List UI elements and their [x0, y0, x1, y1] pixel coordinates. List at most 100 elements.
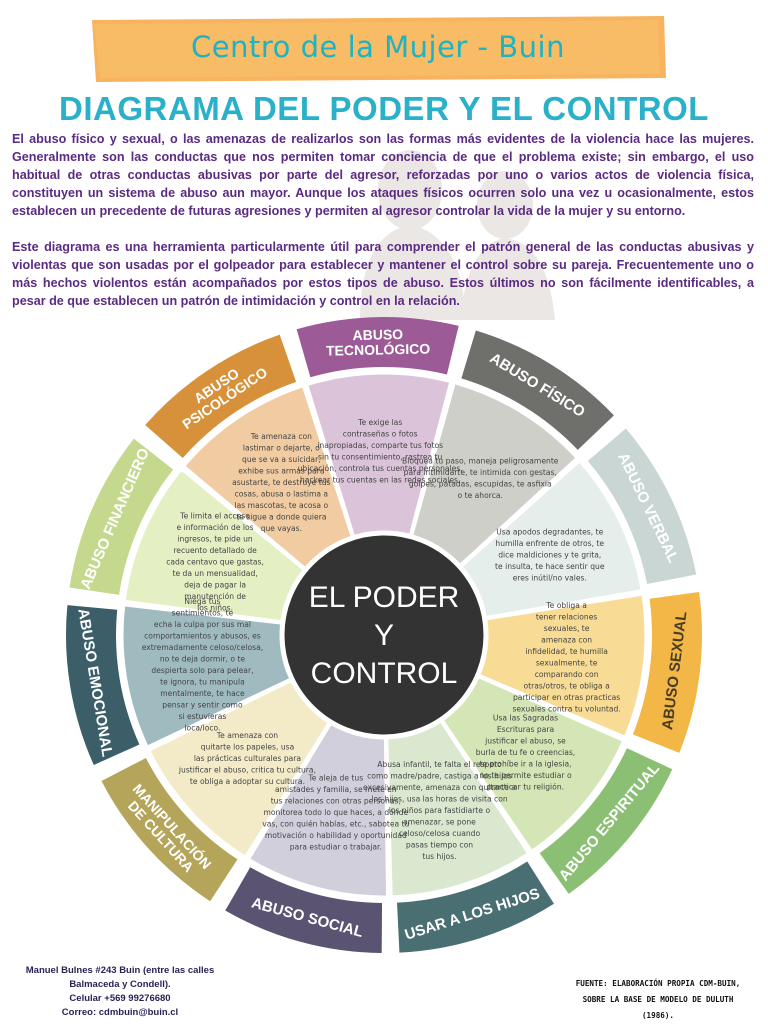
- wedge-text-verbal: humilla enfrente de otros, te: [495, 539, 604, 548]
- wedge-text-social: Te aleja de tus: [307, 774, 363, 783]
- band-social: [225, 867, 383, 953]
- label-tecnologico: ABUSO: [352, 326, 403, 343]
- wedge-text-espiritual: Escrituras para: [497, 725, 554, 734]
- wedge-text-sexual: amenaza con: [541, 636, 592, 645]
- wedge-text-financiero: recuento detallado de: [173, 546, 257, 555]
- wedge-text-social: motivación o habilidad y oportunidad: [265, 831, 407, 840]
- wedge-text-psicologico: que vayas.: [261, 524, 302, 533]
- wedge-text-financiero: manutención de: [184, 592, 246, 601]
- intro-paragraph-2: Este diagrama es una herramienta particu…: [12, 240, 754, 308]
- center-circle: [279, 530, 489, 740]
- wedge-text-tecnologico: Te exige las: [357, 418, 402, 427]
- band-emocional: [65, 605, 140, 765]
- address-line: Manuel Bulnes #243 Buin (entre las calle…: [25, 965, 215, 976]
- wedge-text-social: tus relaciones con otras personas,: [271, 797, 401, 806]
- wedge-text-sexual: comparando con: [535, 670, 599, 679]
- wedge-text-financiero: cada centavo que gastas,: [166, 558, 264, 567]
- wedge-text-sexual: infidelidad, te humilla: [525, 647, 608, 656]
- source-line: SOBRE LA BASE DE MODELO DE DULUTH: [582, 995, 734, 1004]
- wedge-text-financiero: Te limita el acceso: [179, 512, 250, 521]
- wedge-text-psicologico: te sigue a donde quiera: [236, 512, 326, 521]
- power-control-wheel: ABUSO FINANCIEROABUSOPSICOLÓGICOABUSOTEC…: [65, 317, 702, 953]
- wedge-text-hijos: Abusa infantil, te falta el respeto: [377, 760, 502, 769]
- wedge-text-sexual: participar en otras practicas: [513, 693, 620, 702]
- wedge-text-tecnologico: ubicación, controla tus cuentas personal…: [298, 464, 463, 473]
- wedge-text-verbal: eres inútil/no vales.: [513, 574, 587, 583]
- band-verbal: [587, 428, 697, 585]
- wedge-text-hijos: tus hijos.: [422, 852, 456, 861]
- wedge-text-sexual: sexuales, te: [544, 624, 590, 633]
- wedge-text-emocional: loca/loco.: [184, 724, 220, 733]
- wedge-text-hijos: los hijos, usa las horas de visita con: [371, 794, 508, 803]
- source-line: FUENTE: ELABORACIÓN PROPIA CDM-BUIN,: [575, 979, 741, 988]
- header-banner: [92, 16, 666, 82]
- wedge-text-espiritual: Usa las Sagradas: [493, 714, 558, 723]
- band-psicologico: [145, 334, 297, 459]
- wedge-text-financiero: e información de los: [177, 523, 254, 532]
- wedge-text-emocional: despierta solo para pelear,: [151, 666, 253, 675]
- source-line: (1986).: [641, 1011, 674, 1020]
- band-fisico: [461, 330, 614, 450]
- wedge-text-hijos: los niños para fastidiarte o: [389, 806, 491, 815]
- address-line: Balmaceda y Condell).: [69, 979, 171, 990]
- center-name: Centro de la Mujer - Buin: [191, 30, 565, 64]
- wedge-text-emocional: mentalmente, te hace: [160, 689, 245, 698]
- center-line-3: CONTROL: [311, 657, 458, 690]
- wedge-text-social: vas, con quién hablas, etc., sabotea tu: [262, 820, 409, 829]
- wedge-text-tecnologico: contraseñas o fotos: [343, 429, 418, 438]
- wedge-text-financiero: ingresos, te pide un: [177, 535, 252, 544]
- source-note: FUENTE: ELABORACIÓN PROPIA CDM-BUIN, SOB…: [548, 976, 768, 1024]
- wedge-text-espiritual: burla de tu fe o creencias,: [476, 748, 575, 757]
- wedge-text-psicologico: lastimar o dejarte, o: [243, 443, 320, 452]
- wedge-text-emocional: si estuvieras: [178, 712, 226, 721]
- wedge-text-emocional: pensar y sentir como: [162, 701, 243, 710]
- wedge-text-social: para estudiar o trabajar.: [290, 843, 382, 852]
- wedge-text-emocional: comportamientos y abusos, es: [144, 632, 261, 641]
- wedge-text-espiritual: te prohíbe ir a la iglesia,: [479, 760, 571, 769]
- wedge-text-espiritual: practicar tu religión.: [487, 783, 564, 792]
- wedge-text-psicologico: que se va a suicidar,: [242, 455, 321, 464]
- wedge-text-psicologico: Te amenaza con: [250, 432, 312, 441]
- wedge-text-fisico: Bloquea tu paso, maneja peligrosamente: [402, 456, 559, 465]
- wedge-text-emocional: no te deja dormir, o te: [160, 655, 246, 664]
- wedge-text-hijos: como madre/padre, castiga a los hijos: [367, 771, 512, 780]
- wedge-text-verbal: dice maldiciones y te grita,: [498, 551, 601, 560]
- wedge-text-tecnologico: hackear tus cuentas en las redes sociale…: [300, 475, 460, 484]
- label-tecnologico: TECNOLÓGICO: [326, 339, 431, 358]
- wedge-text-tecnologico: inapropiadas, comparte tus fotos: [317, 441, 443, 450]
- wedge-text-espiritual: justificar el abuso, se: [484, 737, 566, 746]
- wedge-text-tecnologico: sin tu consentimiento, rastrea tu: [318, 452, 442, 461]
- wedge-text-hijos: excesivamente, amenaza con quitarte a: [363, 783, 516, 792]
- band-financiero: [69, 438, 174, 595]
- page-title: DIAGRAMA DEL PODER Y EL CONTROL: [59, 90, 709, 127]
- wedge-text-sexual: Te obliga a: [545, 601, 587, 610]
- wedge-text-cultura: las prácticas culturales para: [194, 754, 301, 763]
- band-espiritual: [539, 748, 673, 894]
- wedge-text-emocional: extremadamente celoso/celosa,: [142, 643, 264, 652]
- wedge-text-sexual: sexualmente, te: [536, 659, 598, 668]
- wedge-text-psicologico: las mascotas, te acosa o: [235, 501, 329, 510]
- wedge-text-financiero: te da un mensualidad,: [172, 569, 257, 578]
- wedge-text-cultura: Te amenaza con: [216, 731, 278, 740]
- wedge-text-cultura: quitarte los papeles, usa: [201, 742, 295, 751]
- center-line-1: EL PODER: [309, 581, 460, 614]
- wedge-text-social: amistades y familia, se mete en: [275, 785, 397, 794]
- intro-paragraph-1: El abuso físico y sexual, o las amenazas…: [12, 132, 754, 218]
- wedge-text-verbal: te insulta, te hace sentir que: [495, 562, 605, 571]
- band-cultura: [101, 758, 238, 902]
- wedge-text-espiritual: no te permite estudiar o: [479, 771, 572, 780]
- wedge-text-financiero: deja de pagar la: [184, 581, 246, 590]
- wedge-text-cultura: te obliga a adoptar su cultura.: [190, 777, 305, 786]
- wedge-text-sexual: sexuales contra tu voluntad.: [512, 705, 620, 714]
- wedge-text-fisico: o te ahorca.: [458, 491, 503, 500]
- email-line: Correo: cdmbuin@buin.cl: [61, 1007, 179, 1018]
- silhouette-illustration: [360, 150, 555, 320]
- wedge-text-emocional: sentimientos, te: [172, 609, 234, 618]
- wedge-text-sexual: otras/otros, te obliga a: [524, 682, 610, 691]
- wedge-text-emocional: Niega tus: [184, 597, 220, 606]
- wedge-text-hijos: pasas tiempo con: [406, 840, 473, 849]
- wedge-text-sexual: tener relaciones: [536, 613, 597, 622]
- wedge-text-social: monitorea todo lo que haces, a dónde: [264, 808, 409, 817]
- band-tecnologico: [296, 317, 459, 378]
- wedge-text-psicologico: exhibe sus armas para: [238, 466, 324, 475]
